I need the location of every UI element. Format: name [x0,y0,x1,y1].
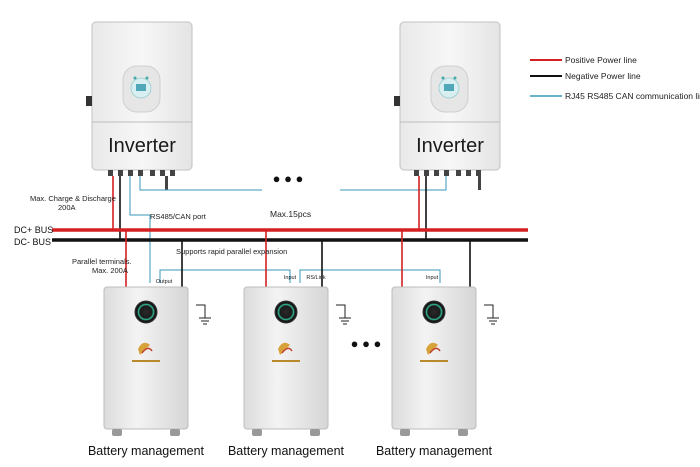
wheel-icon [252,429,262,436]
inverter-2: Inverter [394,21,501,190]
inverter-ellipsis: ● ● ● [273,171,304,186]
inverter-2-label: Inverter [416,135,484,157]
power-button-icon [422,300,446,324]
parallel-terminals-note-line1: Parallel terminals. [72,257,132,266]
legend-label-comm: RJ45 RS485 CAN communication line [565,91,700,101]
inverter-ports [414,170,481,190]
ground-icon [336,304,351,325]
brand-logo-icon [132,342,160,362]
legend-item-positive: Positive Power line [530,55,637,65]
max-charge-note-line2: 200A [58,203,76,212]
ground-icon [196,304,211,325]
battery-2: Input RS/Link Battery management [228,275,345,458]
legend: Positive Power line Negative Power line … [530,55,700,101]
battery-ellipsis: ● ● ● [351,336,382,351]
power-button-icon [274,300,298,324]
power-button-icon [134,300,158,324]
brand-logo-icon [420,342,448,362]
battery-3-port-label: Input [426,275,439,281]
wheel-icon [310,429,320,436]
inverter-1-label: Inverter [108,135,176,157]
inverter-side-switch [86,96,92,106]
wheel-icon [458,429,468,436]
inverter-ports [108,170,175,190]
battery-power-drops [125,230,471,287]
parallel-expansion-note: Supports rapid parallel expansion [176,247,287,256]
battery-1-port-label: Output [156,279,173,285]
dc-bus: DC+ BUS DC- BUS [14,225,528,247]
battery-1: Output Battery management [88,279,205,458]
ground-icon [484,304,499,325]
wheel-icon [400,429,410,436]
wheel-icon [112,429,122,436]
wheel-icon [170,429,180,436]
inverter-1: Inverter [86,21,193,190]
battery-2-label: Battery management [228,444,345,458]
battery-1-label: Battery management [88,444,205,458]
battery-2-port-label-in: Input [284,275,297,281]
legend-label-positive: Positive Power line [565,55,637,65]
battery-3-label: Battery management [376,444,493,458]
inverter-side-switch [394,96,400,106]
dc-negative-label: DC- BUS [14,237,51,247]
legend-item-negative: Negative Power line [530,71,641,81]
legend-item-comm: RJ45 RS485 CAN communication line [530,91,700,101]
legend-label-negative: Negative Power line [565,71,641,81]
max-charge-note-line1: Max. Charge & Discharge [30,194,116,203]
max-pcs-note: Max.15pcs [270,209,311,219]
comm-lines [129,176,447,283]
inverter-display-icon [438,76,460,99]
battery-2-port-label-link: RS/Link [306,275,326,281]
battery-3: Input Battery management [376,275,493,458]
rs485-port-note: RS485/CAN port [150,212,207,221]
parallel-terminals-note-line2: Max. 200A [92,266,128,275]
brand-logo-icon [272,342,300,362]
inverter-display-icon [130,76,152,99]
dc-positive-label: DC+ BUS [14,225,53,235]
